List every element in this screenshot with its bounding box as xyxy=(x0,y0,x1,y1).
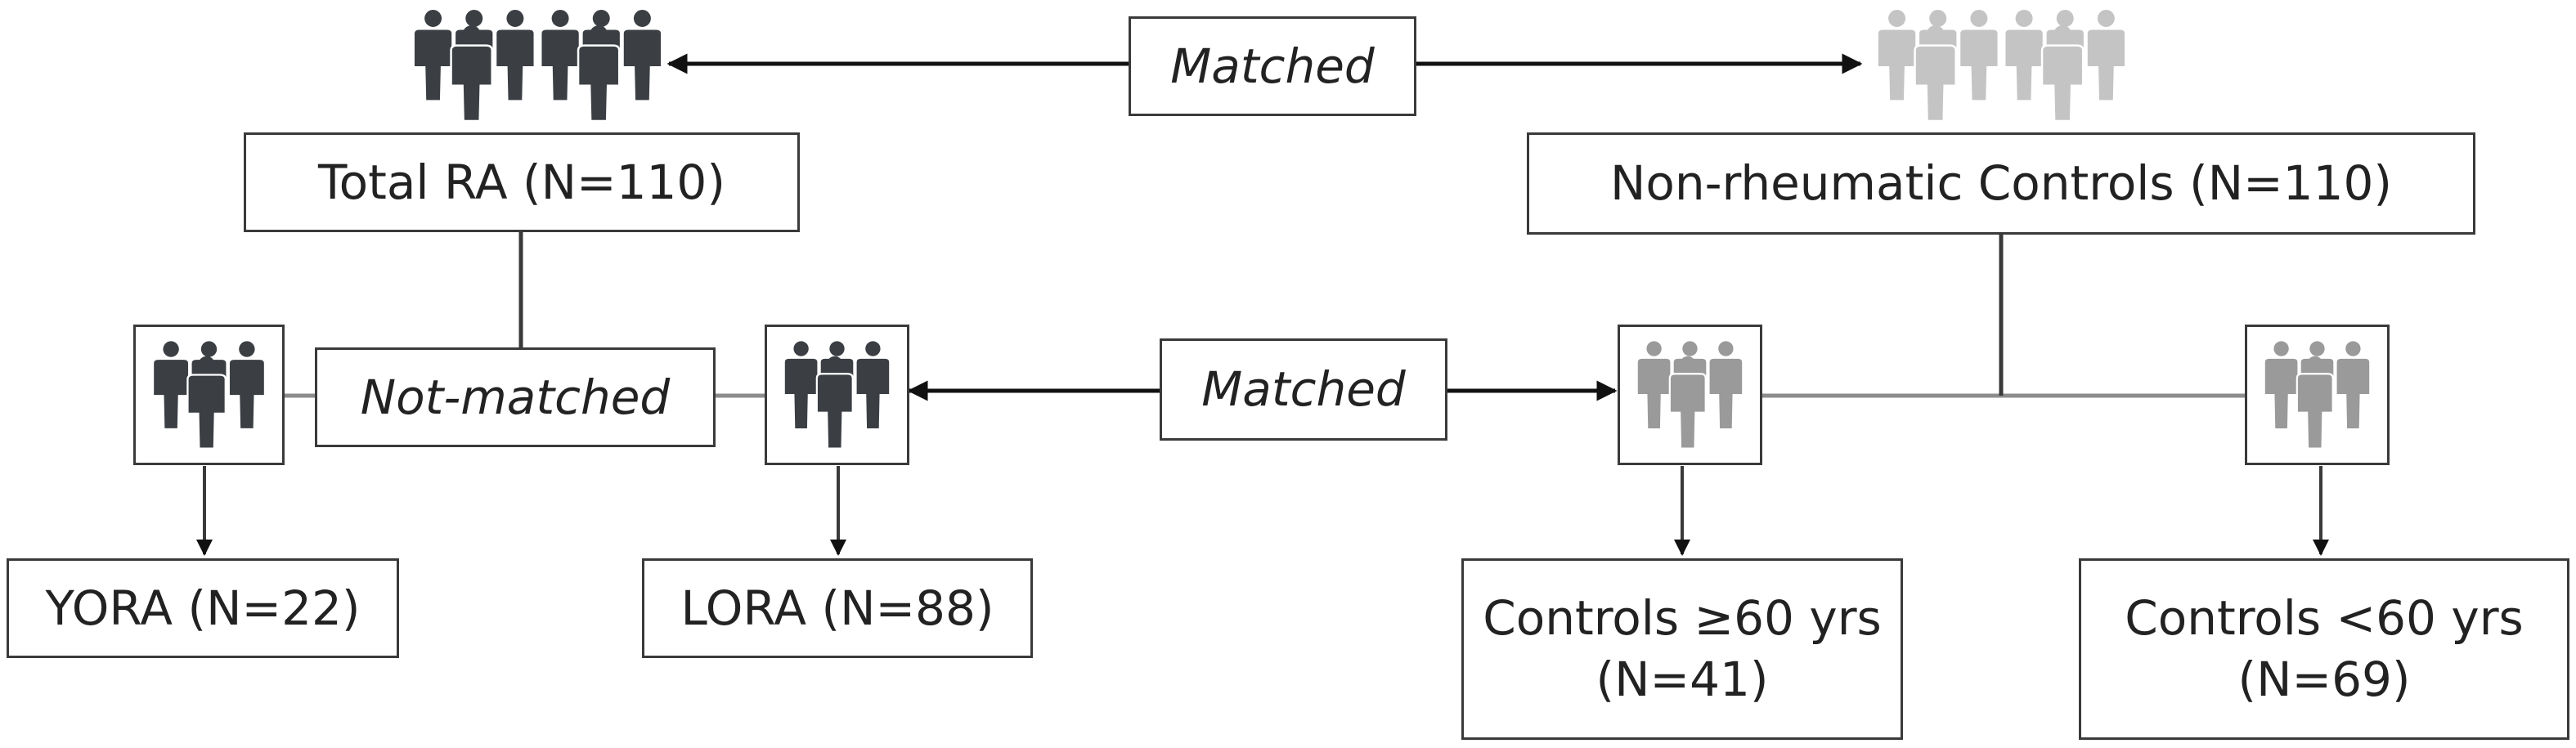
controls-under60-box: Controls <60 yrs (N=69) xyxy=(2079,558,2569,740)
matched-top-box: Matched xyxy=(1129,16,1416,116)
total-ra-box: Total RA (N=110) xyxy=(244,132,800,232)
lora-box: LORA (N=88) xyxy=(642,558,1033,658)
controls-60plus-label: Controls ≥60 yrs xyxy=(1483,589,1882,646)
not-matched-box: Not-matched xyxy=(315,347,716,447)
yora-group-icon xyxy=(133,325,285,465)
controls-60plus-count: (N=41) xyxy=(1595,652,1769,707)
lora-group-icon xyxy=(765,325,909,465)
controls-60plus-group-icon xyxy=(1618,325,1762,465)
controls-under60-label: Controls <60 yrs xyxy=(2125,589,2524,646)
controls-under60-count: (N=69) xyxy=(2237,652,2411,707)
ra-crowd-icon xyxy=(409,8,666,123)
yora-box: YORA (N=22) xyxy=(7,558,399,658)
controls-60plus-box: Controls ≥60 yrs (N=41) xyxy=(1461,558,1903,740)
controls-crowd-icon xyxy=(1873,8,2130,123)
matched-middle-box: Matched xyxy=(1160,338,1447,441)
controls-under60-group-icon xyxy=(2245,325,2390,465)
controls-total-box: Non-rheumatic Controls (N=110) xyxy=(1527,132,2475,235)
